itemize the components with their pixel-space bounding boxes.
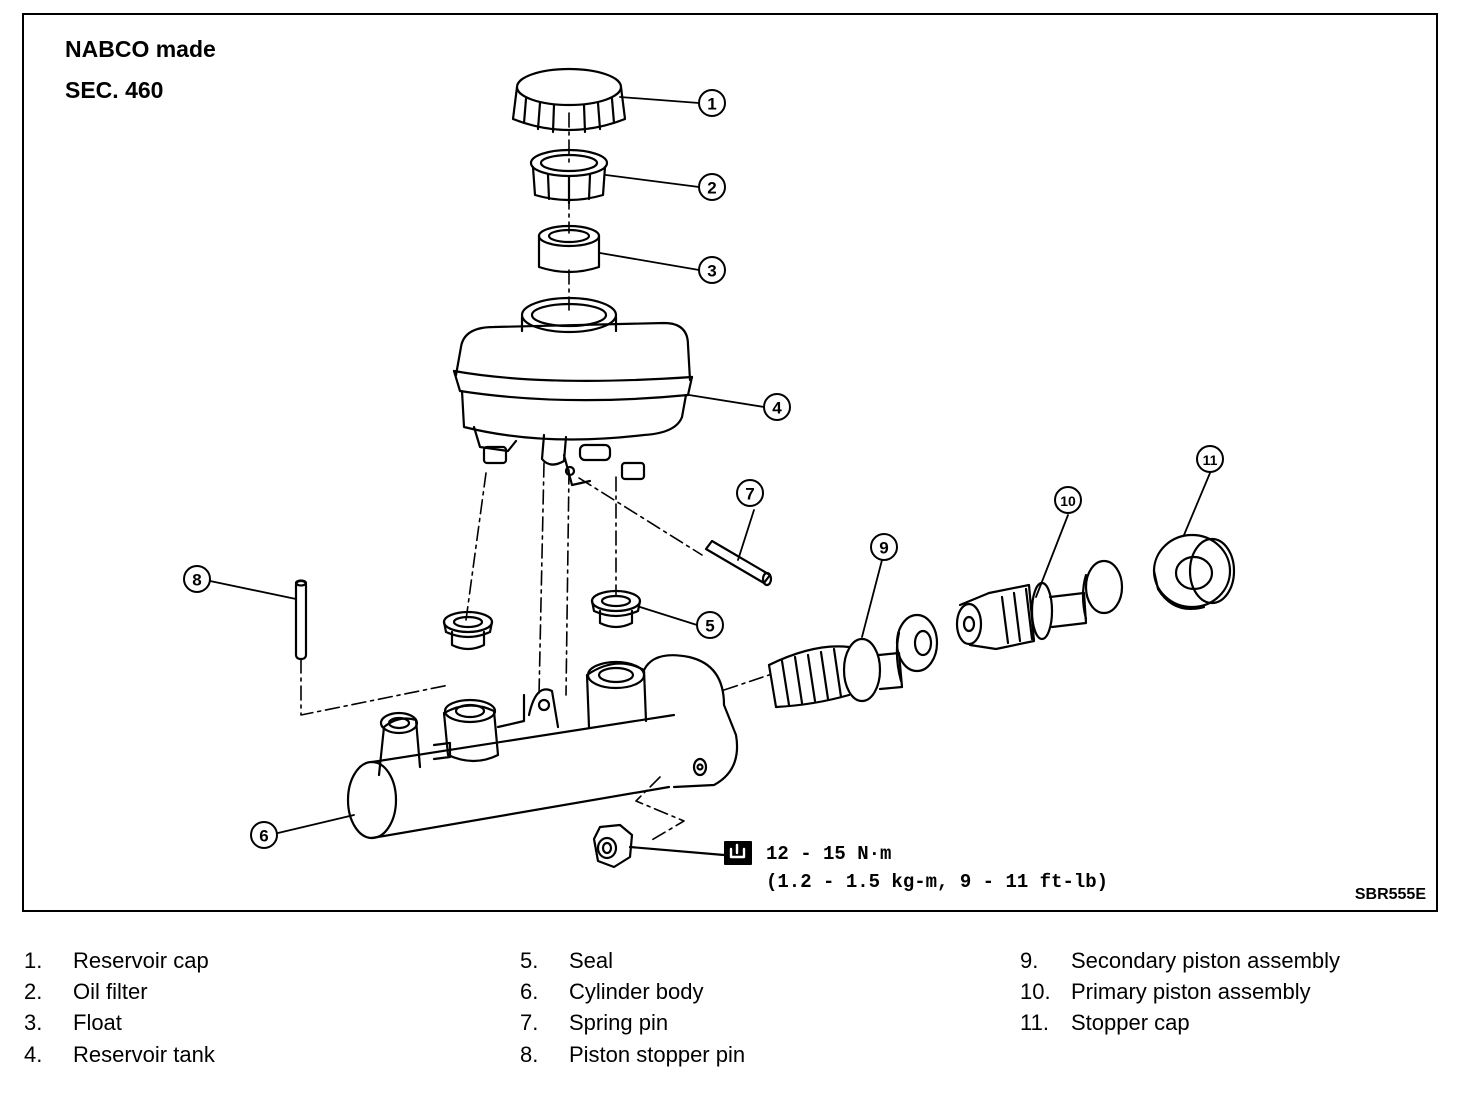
callout-circles: [183, 89, 1224, 849]
callout-circle-2: [698, 173, 726, 201]
callout-label-3: 3: [707, 262, 716, 281]
callout-label-10: 10: [1060, 493, 1076, 509]
callout-circle-10: [1054, 486, 1082, 514]
section-number: SEC. 460: [65, 77, 164, 103]
diagram-title: NABCO made: [65, 36, 216, 62]
alignment-lines: [465, 112, 770, 696]
callout-circle-9: [870, 533, 898, 561]
callout-label-6: 6: [259, 827, 268, 846]
legend-label: Reservoir tank: [73, 1042, 215, 1067]
callout-label-11: 11: [1203, 452, 1218, 468]
legend-label: Primary piston assembly: [1071, 979, 1311, 1004]
legend-number: 1.: [24, 948, 43, 973]
cylinder-body-part: [346, 654, 739, 842]
legend-number: 9.: [1020, 948, 1039, 973]
reservoir-tank-part: [452, 296, 694, 487]
callout-circle-3: [698, 256, 726, 284]
legend-label: Piston stopper pin: [569, 1042, 746, 1067]
exploded-view-drawing: 1 2 3 4 5 6 7 8 9 10 11: [183, 67, 1236, 869]
spring-pin-part: [704, 539, 773, 587]
secondary-piston-assembly-part: [767, 613, 939, 709]
reservoir-cap-part: [511, 67, 627, 134]
float-part: [537, 224, 601, 274]
figure-reference-code: SBR555E: [1354, 886, 1426, 903]
callout-circle-5: [696, 611, 724, 639]
callout-circle-8: [183, 565, 211, 593]
wrench-torque-icon: [724, 841, 752, 865]
callout-label-8: 8: [192, 571, 201, 590]
legend-number: 5.: [520, 948, 539, 973]
legend-number: 6.: [520, 979, 539, 1004]
legend-number: 7.: [520, 1010, 539, 1035]
callout-circle-4: [763, 393, 791, 421]
primary-piston-assembly-part: [955, 559, 1124, 651]
legend-label: Oil filter: [73, 979, 148, 1004]
torque-spec-nm: 12 - 15 N·m: [766, 843, 892, 865]
legend-label: Reservoir cap: [73, 948, 209, 973]
legend-label: Float: [73, 1010, 122, 1035]
callout-label-9: 9: [879, 539, 888, 558]
callout-label-1: 1: [707, 95, 716, 114]
legend-number: 4.: [24, 1042, 43, 1067]
legend-number: 11.: [1020, 1010, 1049, 1035]
piston-stopper-pin-part: [294, 579, 450, 716]
legend-label: Stopper cap: [1071, 1010, 1190, 1035]
diagram-figure: 1 2 3 4 5 6 7 8 9 10 11 NABCO made SEC. …: [22, 13, 1438, 912]
stopper-bolt-part: [592, 823, 726, 869]
callout-label-7: 7: [745, 485, 754, 504]
legend-label: Secondary piston assembly: [1071, 948, 1341, 973]
callout-circle-11: [1196, 445, 1224, 473]
callout-label-4: 4: [772, 399, 782, 418]
legend-label: Spring pin: [569, 1010, 669, 1035]
stopper-cap-part: [1152, 533, 1236, 610]
legend-number: 2.: [24, 979, 43, 1004]
legend-number: 8.: [520, 1042, 539, 1067]
torque-spec-alt-units: (1.2 - 1.5 kg-m, 9 - 11 ft-lb): [766, 871, 1109, 893]
callout-leaders: [209, 96, 1211, 834]
oil-filter-part: [529, 148, 609, 205]
legend-label: Cylinder body: [569, 979, 704, 1004]
legend-number: 10.: [1020, 979, 1051, 1004]
callout-circle-1: [698, 89, 726, 117]
callout-label-2: 2: [707, 179, 716, 198]
callout-circle-6: [250, 821, 278, 849]
legend-number: 3.: [24, 1010, 43, 1035]
callout-label-5: 5: [705, 617, 714, 636]
parts-legend: 1. Reservoir cap 2. Oil filter 3. Float …: [0, 948, 1472, 1088]
seal-parts: [442, 589, 642, 651]
legend-label: Seal: [569, 948, 614, 973]
callout-circle-7: [736, 479, 764, 507]
